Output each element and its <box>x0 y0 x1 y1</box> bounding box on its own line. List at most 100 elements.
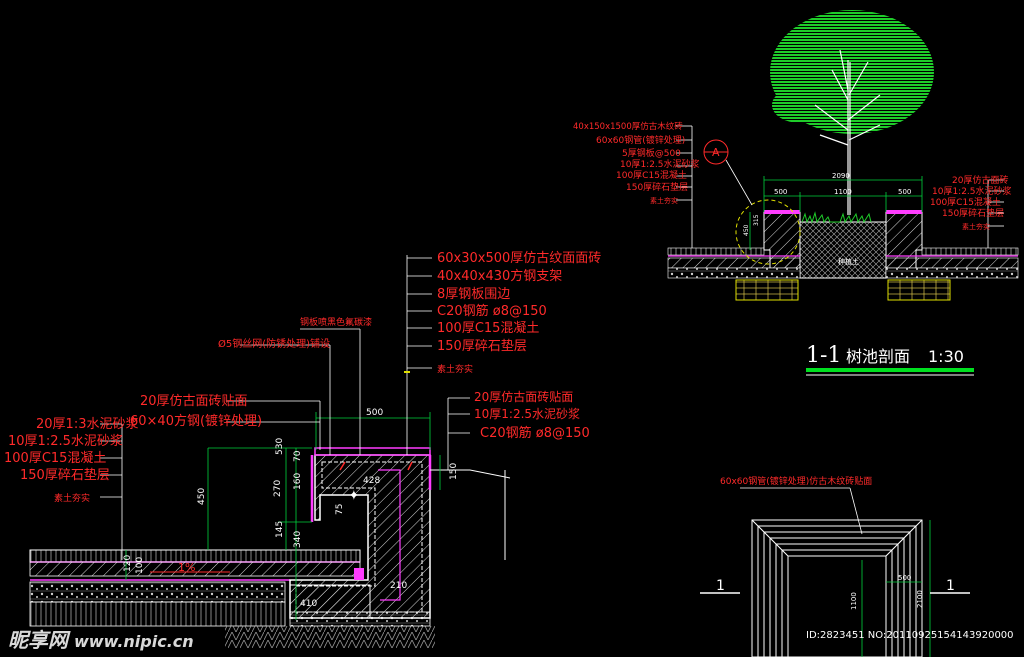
section-dim-315: 315 <box>753 214 760 226</box>
dim-500: 500 <box>366 408 383 418</box>
left-detail: ✦ <box>29 255 511 648</box>
callout-mid-1: 60×40方钢(镀锌处理) <box>130 413 262 429</box>
tree-section: 种植土 <box>667 10 1019 301</box>
concrete-right <box>885 257 1019 269</box>
plan-dim-1100: 1100 <box>850 592 858 610</box>
tree-trunk <box>814 49 881 215</box>
dim-100: 100 <box>135 557 145 574</box>
plan-frame <box>751 519 923 657</box>
section-dim-500-right: 500 <box>898 188 911 196</box>
callout-top-5: 150厚碎石垫层 <box>437 338 527 354</box>
planter-cap-right <box>886 210 922 214</box>
section-scale: 1:30 <box>928 347 964 366</box>
section-leaders <box>676 125 1004 248</box>
cap-finish <box>314 447 431 456</box>
plan-view <box>700 487 970 657</box>
dim-450: 450 <box>197 488 207 505</box>
concrete-left <box>667 257 801 269</box>
plan-leader-d <box>849 487 863 535</box>
callout-left-1: 10厚1:2.5水泥砂浆 <box>8 434 123 449</box>
plan-callout: 60x60钢管(镀锌处理)仿古木纹砖贴面 <box>720 475 872 487</box>
callout-right-1: 10厚1:2.5水泥砂浆 <box>474 406 580 421</box>
left-callouts: 60x30x500厚仿古纹面面砖 40x40x430方钢支架 8厚钢板围边 C2… <box>4 251 601 504</box>
callout-right-2: C20钢筋 ø8@150 <box>480 425 590 441</box>
watermark-id: ID:2823451 NO:20110925154143920000 <box>806 630 1014 641</box>
section-callout-left-4: 100厚C15混凝土 <box>616 169 687 181</box>
planting-soil <box>799 221 887 279</box>
callout-top-1: 40x40x430方钢支架 <box>437 268 562 284</box>
callout-left-3: 150厚碎石垫层 <box>20 467 110 483</box>
callout-top-2: 8厚钢板围边 <box>437 287 510 302</box>
callout-left-2: 100厚C15混凝土 <box>4 450 106 466</box>
section-title: 1-1 树池剖面 1:30 <box>806 343 974 376</box>
gravel-layer <box>29 581 286 603</box>
dim-70: 70 <box>293 450 303 462</box>
slope-label: 1% <box>178 561 195 574</box>
dim-145: 145 <box>275 521 285 538</box>
bolt-symbol: ✦ <box>348 488 360 504</box>
soil-layer <box>225 626 435 648</box>
callout-top-4: 100厚C15混凝土 <box>437 320 539 336</box>
section-dim-450: 450 <box>743 224 750 236</box>
section-callout-left-1: 60x60钢管(镀锌处理) <box>596 134 685 146</box>
callout-top-6: 素土夯实 <box>437 363 473 375</box>
dim-160: 160 <box>293 473 303 490</box>
section-title-text: 树池剖面 <box>846 347 910 366</box>
section-callout-left-6: 素土夯实 <box>650 196 678 205</box>
right-ground <box>430 469 511 479</box>
dim-150: 150 <box>449 463 459 480</box>
section-dimension-lines <box>749 176 923 250</box>
title-underline-thick <box>806 368 974 372</box>
rebar-ends <box>339 461 413 471</box>
leader-lines <box>100 255 470 560</box>
detail-circle <box>735 199 801 265</box>
watermark-brand: 昵享网 <box>8 628 68 652</box>
gravel-left <box>667 267 801 279</box>
section-callout-right-4: 素土夯实 <box>962 222 990 231</box>
section-callout-right-0: 20厚仿古面砖 <box>952 174 1008 186</box>
section-callout-left-3: 10厚1:2.5水泥砂浆 <box>620 158 700 170</box>
section-callout-right-3: 150厚碎石垫层 <box>942 207 1004 219</box>
callout-right-0: 20厚仿古面砖贴面 <box>474 389 573 404</box>
plan-dimension-lines <box>861 520 931 657</box>
section-callout-left-2: 5厚钢板@500 <box>622 147 681 159</box>
detail-marker-label: A <box>712 146 720 159</box>
section-mark-left: 1 <box>716 578 725 594</box>
footing-left <box>735 279 799 301</box>
callout-left-4: 素土夯实 <box>54 492 90 504</box>
dim-75: 75 <box>335 504 345 515</box>
section-title-number: 1-1 <box>806 343 841 368</box>
dim-270: 270 <box>273 480 283 497</box>
rebar-line <box>378 469 401 601</box>
section-dim-2090: 2090 <box>832 172 850 180</box>
angle-steel <box>354 568 364 580</box>
soil-label: 种植土 <box>838 257 859 266</box>
paving-right <box>921 247 1019 256</box>
dim-340: 340 <box>293 531 303 548</box>
section-callout-right-2: 100厚C15混凝土 <box>930 196 1001 208</box>
callout-mid-0: 20厚仿古面砖贴面 <box>140 394 248 409</box>
planter-cap-left <box>764 210 800 214</box>
section-callouts: 40x150x1500厚仿古木纹砖 60x60钢管(镀锌处理) 5厚钢板@500… <box>573 121 1012 236</box>
watermark: 昵享网 www.nipic.cn <box>8 624 194 653</box>
section-callout-left-0: 40x150x1500厚仿古木纹砖 <box>573 121 683 132</box>
section-dim-500-left: 500 <box>774 188 787 196</box>
dim-410: 410 <box>300 599 317 609</box>
section-dim-1100: 1100 <box>834 188 852 196</box>
dim-120: 120 <box>123 555 133 572</box>
gravel-right <box>885 267 1019 279</box>
callout-top-3: C20钢筋 ø8@150 <box>437 303 547 319</box>
concrete-wall <box>289 454 431 619</box>
dimension-lines <box>125 412 441 620</box>
watermark-url: www.nipic.cn <box>74 632 194 651</box>
grass <box>801 211 872 224</box>
section-callout-right-1: 10厚1:2.5水泥砂浆 <box>932 185 1012 197</box>
callout-upper-0: 钢板喷黑色氟碳漆 <box>300 316 372 328</box>
detail-leader <box>725 159 753 206</box>
left-dimensions: 500 530 70 160 270 450 145 340 120 100 4… <box>123 408 459 609</box>
section-callout-left-5: 150厚碎石垫层 <box>626 181 688 193</box>
dim-530: 530 <box>275 438 285 455</box>
callout-top-0: 60x30x500厚仿古纹面面砖 <box>437 251 601 266</box>
callout-upper-1: Ø5钢丝网(防锈处理)铺设 <box>218 337 330 350</box>
